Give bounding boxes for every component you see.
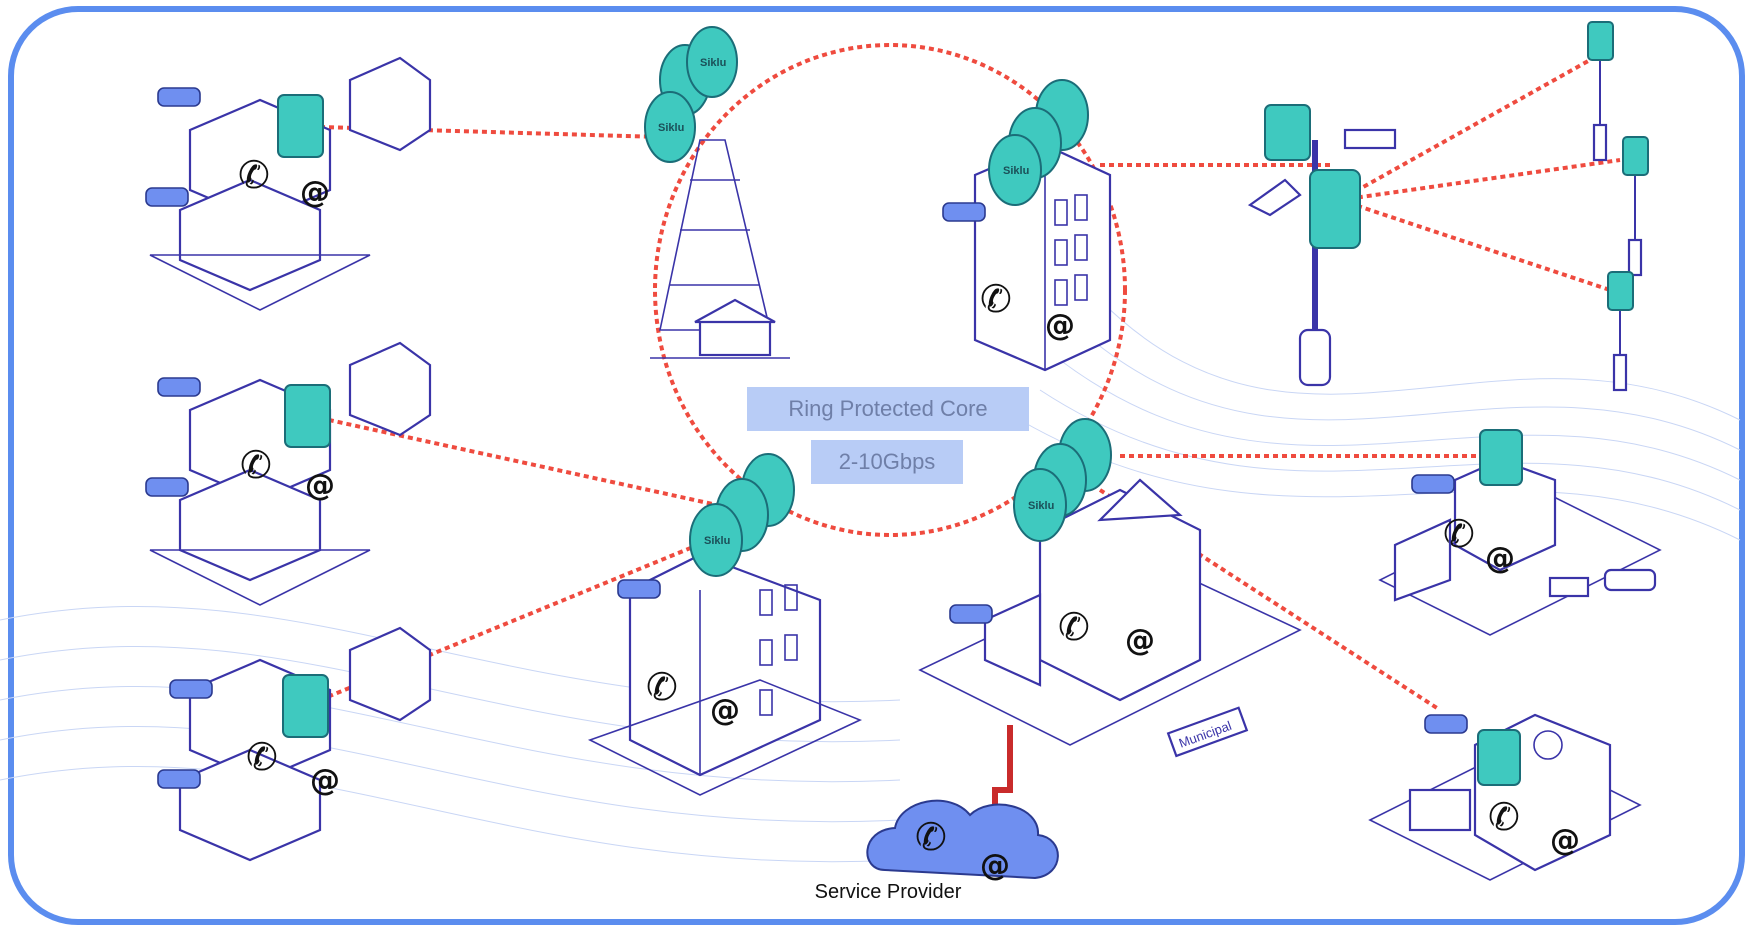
- at-icon: @: [710, 693, 740, 728]
- phone-icon: ✆: [238, 153, 270, 197]
- at-icon: @: [1485, 541, 1515, 576]
- at-icon: @: [305, 468, 335, 503]
- phone-icon: ✆: [1488, 795, 1520, 839]
- at-icon: @: [1125, 623, 1155, 658]
- at-icon: @: [1045, 308, 1075, 343]
- hospital-building: ✆ @: [1368, 713, 1642, 881]
- radio-brand-label: Siklu: [1003, 165, 1029, 177]
- municipal-building: Municipal Siklu ✆ @: [918, 418, 1302, 758]
- building-cluster-bottom-left: ✆ @: [157, 626, 432, 862]
- ring-core: [653, 43, 1127, 537]
- radio-brand-label: Siklu: [700, 57, 726, 69]
- phone-icon: ✆: [1443, 512, 1475, 556]
- phone-icon: ✆: [980, 277, 1012, 321]
- ring-core-name: Ring Protected Core: [747, 387, 1029, 431]
- police-building: ✆ @: [1378, 429, 1662, 636]
- phone-icon: ✆: [1058, 605, 1090, 649]
- phone-icon: ✆: [646, 665, 678, 709]
- service-provider-cloud: ✆ @: [866, 799, 1059, 883]
- at-icon: @: [1550, 823, 1580, 858]
- links: [319, 58, 1621, 805]
- building-cluster-top-left: ✆ @: [145, 56, 432, 311]
- at-icon: @: [980, 848, 1010, 883]
- phone-icon: ✆: [240, 443, 272, 487]
- light-pole-hub: [1247, 104, 1397, 387]
- at-icon: @: [310, 763, 340, 798]
- radio-brand-label: Siklu: [658, 122, 684, 134]
- water-tower: Siklu Siklu: [644, 26, 790, 359]
- phone-icon: ✆: [246, 735, 278, 779]
- phone-icon: ✆: [915, 815, 947, 859]
- radio-brand-label: Siklu: [1028, 500, 1054, 512]
- building-lower-center: Siklu ✆ @: [587, 453, 863, 796]
- radio-brand-label: Siklu: [704, 535, 730, 547]
- provider-uplink: [992, 725, 1013, 805]
- building-ring-top: Siklu ✆ @: [942, 79, 1112, 372]
- at-icon: @: [300, 175, 330, 210]
- service-provider-label: Service Provider: [814, 881, 962, 903]
- building-cluster-mid-left: ✆ @: [145, 341, 432, 606]
- far-right-poles: [1587, 21, 1649, 392]
- ring-core-speed: 2-10Gbps: [811, 440, 963, 484]
